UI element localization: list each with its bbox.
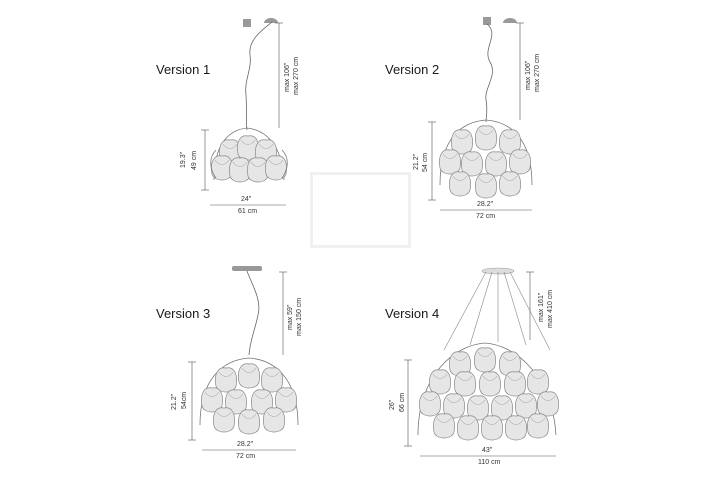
version-4-drawing — [404, 267, 559, 457]
v1-width-in: 24" — [241, 196, 252, 203]
v3-suspension-cm: max 150 cm — [296, 297, 303, 336]
watermark-logo — [310, 172, 411, 248]
v1-height-cm: 49 cm — [191, 150, 198, 170]
version-2-title: Version 2 — [385, 62, 440, 77]
version-4-title: Version 4 — [385, 306, 440, 321]
suspension-cable-2 — [485, 23, 493, 123]
v3-height-cm: 54cm — [181, 391, 188, 409]
v3-width-in: 28.2" — [237, 441, 254, 448]
suspension-cable-3 — [246, 270, 260, 356]
v4-height-in: 26" — [389, 399, 396, 410]
v3-width-cm: 72 cm — [236, 453, 256, 460]
ceiling-hook-2 — [483, 17, 491, 25]
v2-suspension-in: max 106" — [525, 60, 532, 90]
v4-height-cm: 66 cm — [399, 392, 406, 412]
v4-width-cm: 110 cm — [478, 459, 501, 466]
lamp-body-2 — [439, 119, 533, 199]
version-1-title: Version 1 — [156, 62, 211, 77]
v2-suspension-cm: max 270 cm — [534, 53, 541, 92]
v2-height-in: 21.2" — [413, 153, 420, 170]
lamp-body-4 — [417, 342, 559, 441]
suspension-cable-1 — [245, 21, 273, 131]
v1-width-cm: 61 cm — [238, 208, 258, 215]
version-2-drawing — [428, 17, 533, 211]
ceiling-hook-1 — [243, 19, 251, 27]
v4-width-in: 43" — [482, 447, 493, 454]
ceiling-canopy-3 — [232, 266, 262, 271]
v2-height-cm: 54 cm — [422, 152, 429, 172]
ceiling-canopy-2 — [503, 18, 517, 23]
v3-suspension-in: max 59" — [287, 304, 294, 330]
v1-suspension-in: max 106" — [284, 62, 291, 92]
v1-height-in: 19.3" — [180, 151, 187, 168]
v4-suspension-cm: max 410 cm — [547, 289, 554, 328]
version-3-drawing — [188, 266, 299, 451]
lamp-body-1 — [210, 127, 288, 183]
version-1-drawing — [201, 18, 288, 206]
v2-width-cm: 72 cm — [476, 213, 496, 220]
suspension-cables-4 — [443, 271, 551, 351]
lamp-body-3 — [199, 357, 299, 435]
v4-suspension-in: max 161" — [538, 292, 545, 322]
version-3-title: Version 3 — [156, 306, 211, 321]
v2-width-in: 28.2" — [477, 201, 494, 208]
v1-suspension-cm: max 270 cm — [293, 56, 300, 95]
ceiling-canopy-1 — [264, 18, 278, 23]
v3-height-in: 21.2" — [171, 393, 178, 410]
